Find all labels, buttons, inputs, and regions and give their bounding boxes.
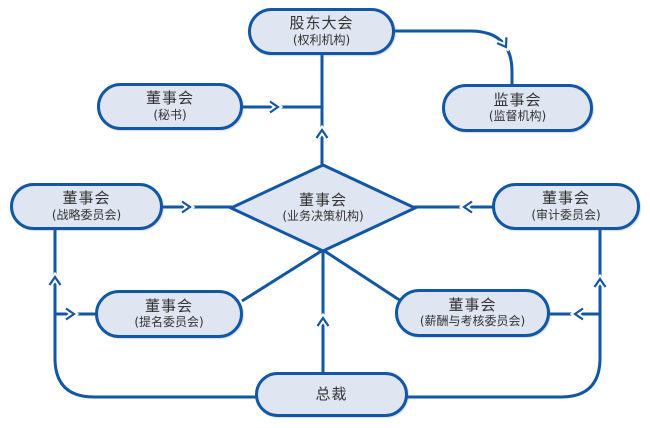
arrowhead-up-icon bbox=[47, 271, 63, 287]
node-title: 董事会 bbox=[62, 189, 111, 208]
node-title: 总裁 bbox=[315, 384, 348, 403]
arrowhead-up-icon bbox=[315, 312, 331, 328]
edge-president-audit bbox=[407, 229, 602, 399]
edge-board-compensation bbox=[322, 248, 402, 303]
node-title: 董事会 bbox=[144, 296, 193, 315]
node-board-of-directors: 董事会 (业务决策机构) bbox=[243, 186, 403, 230]
arrowhead-right-icon bbox=[64, 306, 80, 322]
node-shareholders-meeting: 股东大会 (权利机构) bbox=[248, 8, 395, 55]
edge-president-strategy bbox=[53, 229, 256, 399]
node-subtitle: (业务决策机构) bbox=[282, 209, 364, 224]
node-subtitle: (审计委员会) bbox=[531, 207, 601, 222]
arrowhead-left-icon bbox=[569, 306, 585, 322]
node-subtitle: (权利机构) bbox=[292, 32, 351, 47]
node-audit-committee: 董事会 (审计委员会) bbox=[492, 183, 640, 230]
arrowhead-left-icon bbox=[458, 199, 474, 215]
node-title: 董事会 bbox=[541, 189, 590, 208]
node-subtitle: (战略委员会) bbox=[51, 207, 122, 222]
node-supervisory-board: 监事会 (监督机构) bbox=[442, 84, 593, 132]
edge-shareholders-supervisory bbox=[394, 29, 514, 86]
node-board-secretary: 董事会 (秘书) bbox=[97, 83, 243, 130]
node-title: 董事会 bbox=[448, 295, 497, 314]
node-title: 董事会 bbox=[145, 89, 194, 108]
node-subtitle: (提名委员会) bbox=[134, 315, 204, 330]
node-president: 总裁 bbox=[255, 372, 408, 417]
node-subtitle: (监督机构) bbox=[488, 109, 547, 124]
node-title: 监事会 bbox=[493, 90, 542, 109]
arrowhead-up-icon bbox=[314, 124, 330, 140]
node-board-of-directors-diamond bbox=[227, 163, 419, 253]
node-title: 董事会 bbox=[298, 190, 347, 209]
node-title: 股东大会 bbox=[289, 14, 354, 33]
arrowhead-up-icon bbox=[592, 273, 608, 289]
edge-board-nomination bbox=[241, 248, 324, 303]
node-nomination-committee: 董事会 (提名委员会) bbox=[95, 290, 243, 338]
arrowhead-down-icon bbox=[495, 37, 510, 52]
arrowhead-right-icon bbox=[180, 199, 196, 215]
node-compensation-committee: 董事会 (薪酬与考核委员会) bbox=[395, 289, 550, 337]
arrowhead-right-icon bbox=[268, 99, 284, 115]
node-strategy-committee: 董事会 (战略委员会) bbox=[10, 183, 163, 230]
node-subtitle: (薪酬与考核委员会) bbox=[419, 314, 526, 329]
node-subtitle: (秘书) bbox=[153, 107, 187, 122]
